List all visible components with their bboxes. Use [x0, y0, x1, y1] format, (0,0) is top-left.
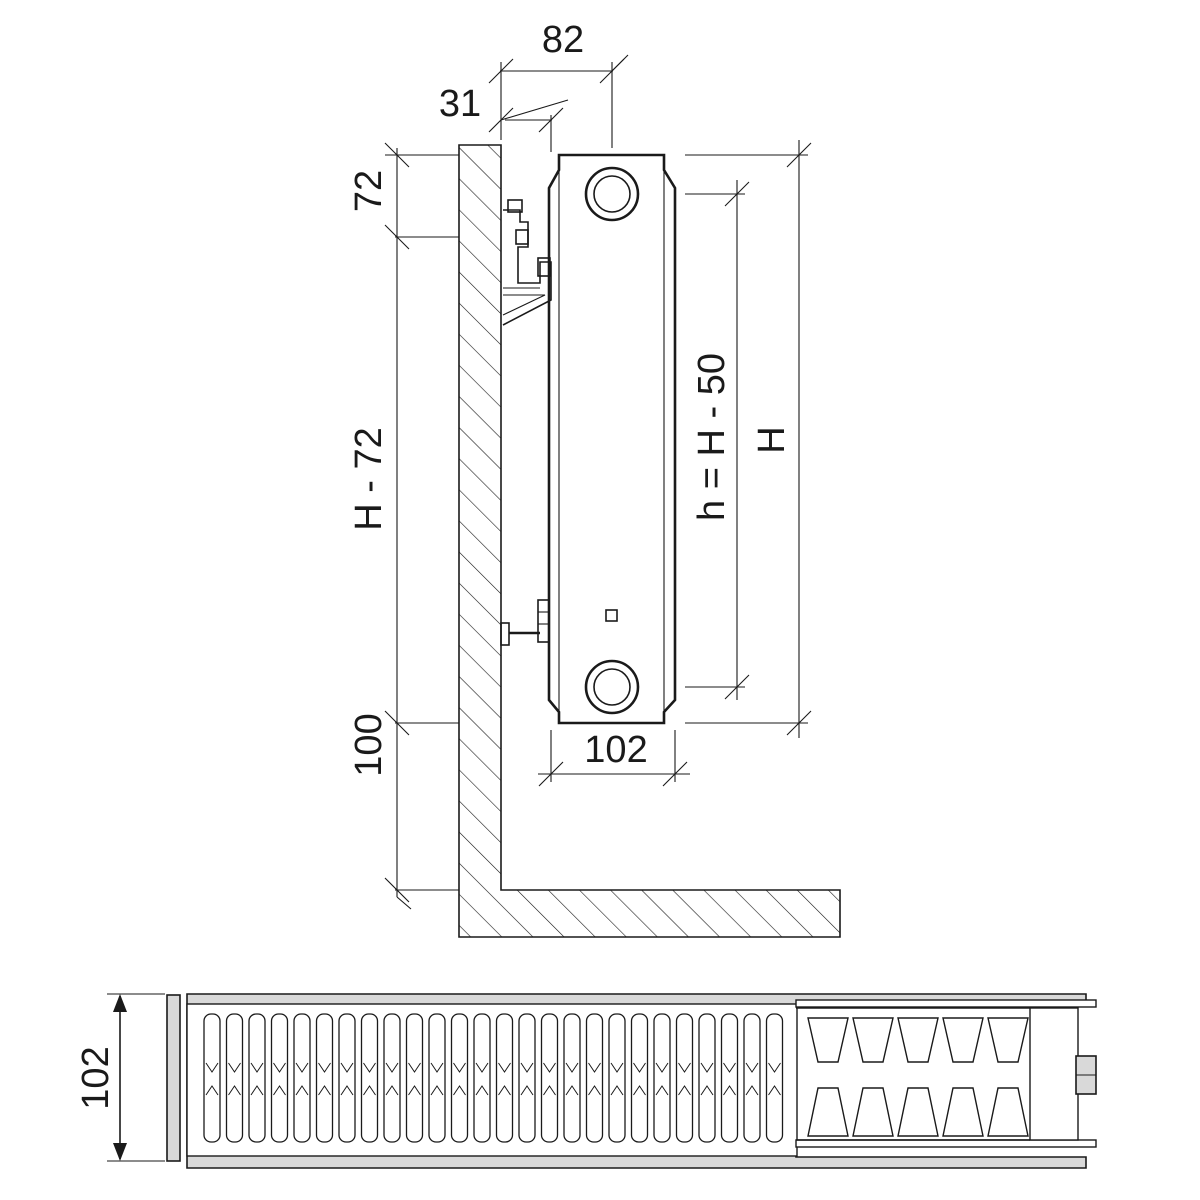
fin-open-bottom	[987, 1087, 1029, 1137]
fin-slot	[428, 1013, 446, 1143]
fin-slot	[495, 1013, 514, 1143]
dimension-H-label: H	[751, 426, 793, 453]
fin-fold	[498, 1062, 511, 1096]
bottom-bracket-icon	[500, 599, 550, 646]
fin-fold	[543, 1062, 556, 1096]
fin-slot	[338, 1013, 356, 1143]
air-vent-icon	[605, 609, 618, 622]
fin-fold	[363, 1062, 376, 1096]
fin-open-top	[807, 1017, 849, 1063]
dimension-h-label: h = H - 50	[691, 353, 733, 521]
fin-fold	[273, 1062, 286, 1096]
fin-open-bottom	[807, 1087, 849, 1137]
fin-fold	[408, 1062, 421, 1096]
dimension-100-label: 100	[348, 713, 390, 776]
fin-fold	[295, 1062, 309, 1096]
top-view: 102	[75, 993, 1097, 1169]
fin-open-top	[852, 1017, 894, 1063]
fin-slot	[225, 1013, 244, 1143]
fin-slot	[720, 1013, 739, 1143]
fin-slot	[608, 1013, 626, 1143]
fin-slot	[360, 1013, 379, 1143]
fin-slot	[675, 1013, 694, 1143]
fin-fold	[385, 1062, 399, 1096]
fin-fold	[655, 1062, 669, 1096]
radiator-body	[547, 153, 677, 725]
dimension-82: 82	[488, 19, 629, 148]
fin-open-bottom	[897, 1087, 939, 1137]
fin-fold	[565, 1062, 579, 1096]
bottom-connection-icon	[584, 659, 640, 715]
fin-open-bottom	[942, 1087, 984, 1137]
fin-fold	[228, 1062, 241, 1096]
dimension-h-minus-72-label: H - 72	[348, 427, 390, 530]
fin-fold	[700, 1062, 714, 1096]
fin-fold	[520, 1062, 534, 1096]
fin-slot	[540, 1013, 559, 1143]
end-cap-left	[166, 994, 181, 1162]
fin-slot	[653, 1013, 671, 1143]
wall-and-floor	[458, 144, 841, 938]
dimension-102-top-label: 102	[75, 1046, 117, 1109]
dimension-82-label: 82	[542, 19, 584, 61]
fin-slot	[315, 1013, 334, 1143]
dimension-31-label: 31	[439, 83, 481, 125]
fin-fold	[678, 1062, 691, 1096]
dimension-h: h = H - 50	[685, 180, 750, 700]
fin-open-top	[897, 1017, 939, 1063]
fin-fold	[340, 1062, 354, 1096]
fin-slot	[698, 1013, 716, 1143]
fin-open-bottom	[852, 1087, 894, 1137]
fin-fold	[453, 1062, 466, 1096]
fin-slot	[450, 1013, 469, 1143]
fin-slot	[248, 1013, 266, 1143]
outlet-connection-icon	[1075, 1055, 1097, 1095]
top-connection-icon	[584, 166, 640, 222]
fin-fold	[588, 1062, 601, 1096]
dimension-H: H	[685, 140, 812, 738]
fin-fold	[723, 1062, 736, 1096]
fin-fold	[250, 1062, 264, 1096]
fin-slot	[293, 1013, 311, 1143]
fin-slot	[518, 1013, 536, 1143]
top-bracket-icon	[502, 199, 552, 326]
fin-slot	[563, 1013, 581, 1143]
fin-open-top	[987, 1017, 1029, 1063]
side-panel-top	[795, 999, 1097, 1008]
dimension-102-top: 102	[75, 993, 165, 1162]
fin-slot	[765, 1013, 784, 1143]
fin-slot	[473, 1013, 491, 1143]
dimension-72-label: 72	[348, 170, 390, 212]
fin-slot	[405, 1013, 424, 1143]
fin-fold	[475, 1062, 489, 1096]
fin-fold	[610, 1062, 624, 1096]
fin-slot	[630, 1013, 649, 1143]
side-panel-bottom	[795, 1139, 1097, 1148]
convector-fins	[203, 1013, 1029, 1143]
dimension-left-chain: 72 H - 72 100	[348, 142, 459, 910]
fin-slot	[743, 1013, 761, 1143]
fin-slot	[585, 1013, 604, 1143]
fin-slot	[203, 1013, 221, 1143]
dimension-102-side: 102	[538, 729, 690, 787]
fin-fold	[768, 1062, 781, 1096]
dimension-102-side-label: 102	[584, 729, 647, 771]
fin-fold	[430, 1062, 444, 1096]
fin-fold	[318, 1062, 331, 1096]
dimension-31: 31	[439, 83, 569, 152]
fin-fold	[205, 1062, 219, 1096]
fin-fold	[745, 1062, 759, 1096]
fin-slot	[383, 1013, 401, 1143]
fin-fold	[633, 1062, 646, 1096]
fin-slot	[270, 1013, 289, 1143]
side-view: 82 31 72 H - 72 100	[348, 19, 841, 938]
fin-open-top	[942, 1017, 984, 1063]
